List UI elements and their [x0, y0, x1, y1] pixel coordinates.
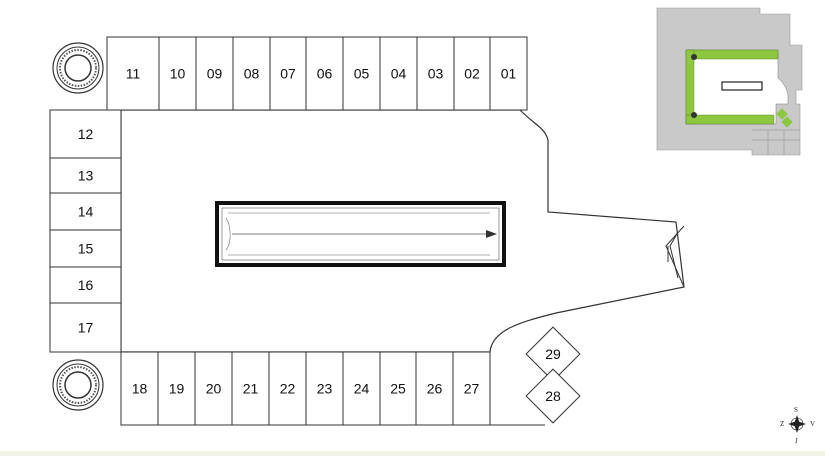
parking-spot-12[interactable]: 12	[49, 109, 122, 159]
parking-spot-17[interactable]: 17	[49, 302, 122, 353]
parking-spot-20[interactable]: 20	[194, 351, 233, 426]
parking-spot-label: 13	[78, 168, 94, 184]
parking-spot-11[interactable]: 11	[106, 36, 160, 111]
parking-spot-label: 18	[132, 381, 148, 397]
parking-spot-label: 29	[545, 346, 561, 362]
bottom-strip	[0, 451, 825, 456]
parking-spot-label: 14	[78, 204, 94, 220]
parking-spot-label: 20	[206, 381, 222, 397]
parking-spot-outline[interactable]	[49, 229, 122, 268]
parking-spot-outline[interactable]	[49, 192, 122, 231]
parking-spot-19[interactable]: 19	[157, 351, 196, 426]
parking-spot-16[interactable]: 16	[49, 266, 122, 304]
parking-spot-outline[interactable]	[305, 351, 344, 426]
parking-spot-10[interactable]: 10	[158, 36, 197, 111]
parking-spot-07[interactable]: 07	[269, 36, 307, 111]
parking-spot-outline[interactable]	[525, 368, 581, 424]
parking-spot-23[interactable]: 23	[305, 351, 344, 426]
parking-spot-label: 04	[391, 66, 407, 82]
angled-spots: 29 28	[525, 326, 581, 424]
parking-spot-09[interactable]: 09	[195, 36, 234, 111]
parking-spot-label: 12	[78, 126, 94, 142]
parking-spot-21[interactable]: 21	[231, 351, 270, 426]
parking-spot-label: 06	[317, 66, 333, 82]
parking-spot-label: 03	[428, 66, 444, 82]
parking-spot-03[interactable]: 03	[416, 36, 455, 111]
compass-south: J	[795, 437, 798, 445]
parking-spot-outline[interactable]	[415, 351, 454, 426]
parking-spot-label: 25	[390, 381, 406, 397]
parking-spot-label: 24	[354, 381, 370, 397]
parking-spot-15[interactable]: 15	[49, 229, 122, 268]
parking-spot-25[interactable]: 25	[379, 351, 417, 426]
parking-spot-outline[interactable]	[120, 351, 159, 426]
parking-spot-28[interactable]: 28	[525, 368, 581, 424]
parking-spot-29[interactable]: 29	[525, 326, 581, 382]
parking-spot-outline[interactable]	[158, 36, 197, 111]
parking-spot-label: 11	[126, 66, 141, 82]
parking-spot-24[interactable]: 24	[342, 351, 381, 426]
parking-spot-label: 27	[464, 381, 480, 397]
top-row-spots: 11 10 09 08 07 06 05 04 03 02 01	[106, 36, 528, 111]
parking-spot-outline[interactable]	[453, 36, 491, 111]
bottom-row-spots: 18 19 20 21 22 23 24 25 26 27	[120, 351, 491, 426]
compass-west: Z	[780, 420, 784, 428]
parking-spot-label: 16	[78, 277, 94, 293]
parking-spot-27[interactable]: 27	[452, 351, 491, 426]
parking-spot-label: 15	[78, 241, 94, 257]
parking-spot-outline[interactable]	[195, 36, 234, 111]
ramp-arrow-icon	[232, 230, 497, 238]
parking-spot-label: 17	[78, 320, 94, 336]
parking-spot-outline[interactable]	[489, 36, 528, 111]
parking-spot-label: 02	[464, 66, 480, 82]
parking-spot-13[interactable]: 13	[49, 157, 122, 194]
ventilation-shaft-icon	[52, 42, 104, 94]
parking-spot-label: 08	[244, 66, 260, 82]
parking-spot-14[interactable]: 14	[49, 192, 122, 231]
parking-spot-outline[interactable]	[49, 157, 122, 194]
parking-spot-label: 09	[207, 66, 223, 82]
site-minimap	[656, 7, 803, 156]
compass-north: S	[794, 406, 798, 414]
parking-spot-08[interactable]: 08	[232, 36, 271, 111]
parking-spot-02[interactable]: 02	[453, 36, 491, 111]
parking-spot-01[interactable]: 01	[489, 36, 528, 111]
parking-spot-outline[interactable]	[232, 36, 271, 111]
parking-spot-label: 10	[170, 66, 186, 82]
left-column-spots: 12 13 14 15 16 17	[49, 109, 122, 353]
parking-spot-04[interactable]: 04	[379, 36, 418, 111]
parking-spot-label: 01	[501, 66, 517, 82]
parking-spot-label: 05	[354, 66, 370, 82]
parking-spot-outline[interactable]	[342, 351, 381, 426]
parking-spot-label: 21	[243, 381, 259, 397]
parking-spot-06[interactable]: 06	[305, 36, 344, 111]
parking-spot-label: 26	[427, 381, 443, 397]
ventilation-shaft-icon	[52, 359, 104, 411]
entrance-arrow-icon	[665, 225, 685, 288]
parking-spot-outline[interactable]	[342, 36, 381, 111]
compass-east: V	[810, 420, 815, 428]
parking-spot-outline[interactable]	[157, 351, 196, 426]
parking-spot-outline[interactable]	[106, 36, 160, 111]
parking-spot-outline[interactable]	[305, 36, 344, 111]
parking-spot-26[interactable]: 26	[415, 351, 454, 426]
parking-spot-label: 19	[169, 381, 185, 397]
parking-spot-outline[interactable]	[525, 326, 581, 382]
compass-rose-icon: S V J Z	[780, 406, 815, 445]
parking-spot-outline[interactable]	[49, 266, 122, 304]
parking-spot-18[interactable]: 18	[120, 351, 159, 426]
parking-spot-label: 28	[545, 388, 561, 404]
parking-spot-outline[interactable]	[379, 36, 418, 111]
parking-spot-label: 07	[280, 66, 296, 82]
parking-spot-outline[interactable]	[231, 351, 270, 426]
parking-spot-label: 23	[317, 381, 333, 397]
parking-spot-outline[interactable]	[452, 351, 491, 426]
parking-spot-outline[interactable]	[49, 302, 122, 353]
parking-spot-label: 22	[280, 381, 296, 397]
parking-spot-22[interactable]: 22	[268, 351, 307, 426]
central-ramp	[215, 201, 506, 267]
parking-spot-05[interactable]: 05	[342, 36, 381, 111]
